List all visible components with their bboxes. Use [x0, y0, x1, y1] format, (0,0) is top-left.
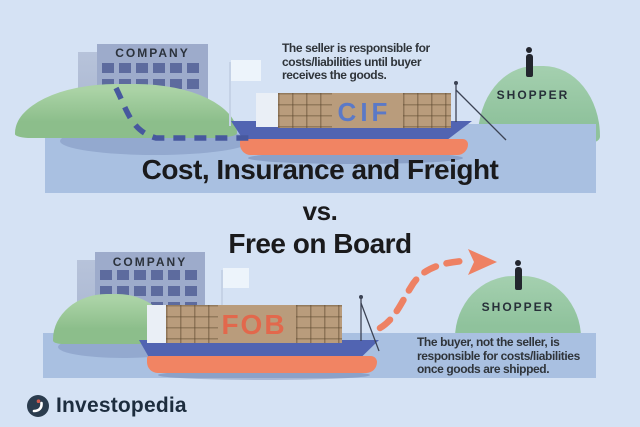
fob-company-label: COMPANY [112, 255, 188, 269]
figure-body [525, 54, 533, 77]
fob-route-dashed-arrow [376, 257, 467, 332]
fob-flag-icon [223, 268, 249, 288]
container-grid-texture [278, 93, 332, 128]
cif-ship-hull [240, 139, 468, 155]
fob-ship-wheelhouse [147, 305, 166, 343]
investopedia-icon [27, 395, 49, 417]
fob-ship-shadow [158, 370, 370, 380]
fob-annotation: The buyer, not the seller, is responsibl… [417, 335, 580, 376]
cif-annotation: The seller is responsible for costs/liab… [282, 41, 430, 82]
figure-head [515, 260, 521, 266]
fob-ship-deck [139, 340, 379, 361]
figure-body [514, 267, 522, 290]
cif-shopper-figure [524, 47, 534, 77]
cif-ship-shadow [248, 152, 463, 164]
investopedia-logo: Investopedia [26, 394, 187, 418]
title-fob: Free on Board [228, 228, 412, 259]
title-cif: Cost, Insurance and Freight [141, 154, 499, 185]
cif-flag-icon [231, 60, 261, 81]
cif-ship-wheelhouse [256, 93, 278, 127]
figure-head [526, 47, 532, 53]
cif-label: CIF [337, 97, 392, 127]
investopedia-wordmark: Investopedia [56, 394, 187, 417]
fob-flag-pole [221, 270, 223, 312]
fob-shopper-label: SHOPPER [481, 300, 555, 314]
fob-label: FOB [221, 309, 287, 340]
title-vs: vs. [302, 196, 338, 226]
cif-cargo-container: CIF [278, 93, 451, 128]
container-grid-texture [296, 305, 342, 343]
fob-ship-hull [147, 356, 377, 373]
container-grid-texture [403, 93, 451, 128]
fob-shopper-figure [513, 260, 523, 290]
container-grid-texture [166, 305, 218, 343]
cif-shopper-label: SHOPPER [496, 88, 570, 102]
fob-cargo-container: FOB [166, 305, 342, 343]
cif-company-label: COMPANY [115, 46, 190, 60]
